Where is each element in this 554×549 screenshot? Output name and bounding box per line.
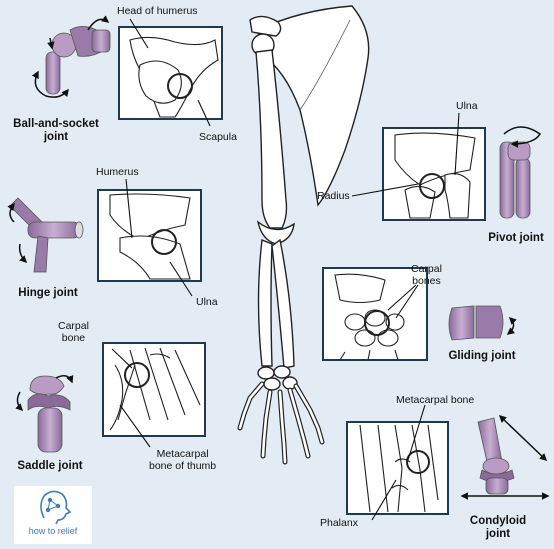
rotation-arrow-icon (7, 202, 15, 223)
panel-wrist (322, 267, 428, 361)
site-logo[interactable]: how to relief (14, 486, 92, 544)
gliding-model (448, 305, 517, 341)
label-metacarpal-thumb: Metacarpal bone of thumb (149, 448, 217, 472)
leader-lines (111, 18, 460, 521)
label-humerus: Humerus (96, 166, 139, 178)
hinge-model (7, 197, 84, 273)
label-ulna-pivot: Ulna (456, 100, 478, 112)
humerus-bone (255, 49, 288, 229)
ball-socket-model (31, 15, 111, 98)
title-gliding: Gliding joint (448, 350, 516, 362)
arm-skeleton (237, 5, 370, 465)
label-phalanx: Phalanx (320, 517, 358, 529)
label-radius: Radius (317, 190, 350, 202)
double-arrow-icon (498, 414, 548, 462)
label-metacarpal-bone: Metacarpal bone (396, 394, 475, 406)
panel-shoulder (118, 26, 223, 120)
panel-elbow (97, 189, 202, 282)
rotation-arrow-icon (31, 70, 69, 98)
label-scapula: Scapula (199, 131, 237, 143)
title-hinge: Hinge joint (18, 287, 78, 299)
focus-circle-icon (151, 229, 177, 255)
rotation-arrow-icon (503, 126, 542, 148)
rotation-arrow-icon (15, 391, 24, 412)
focus-circle-icon (419, 173, 445, 199)
title-condyloid: Condyloid joint (469, 515, 527, 540)
title-ball-socket: Ball-and-socket joint (13, 118, 99, 143)
rotation-arrow-icon (506, 316, 517, 335)
rotation-arrow-icon (55, 375, 74, 384)
ulna-bone (271, 238, 295, 369)
panel-forearm (382, 127, 486, 221)
focus-circle-icon (364, 310, 390, 336)
pivot-model (499, 126, 542, 219)
saddle-model (15, 375, 74, 453)
focus-circle-icon (167, 73, 193, 99)
radius-bone (257, 239, 273, 367)
logo-text: how to relief (28, 526, 78, 536)
label-head-of-humerus: Head of humerus (117, 5, 198, 17)
label-carpal-bones: Carpal bones (411, 263, 442, 287)
focus-circle-icon (124, 362, 150, 388)
title-saddle: Saddle joint (17, 460, 83, 472)
rotation-arrow-icon (18, 243, 28, 264)
label-ulna-elbow: Ulna (196, 296, 218, 308)
logo-icon (40, 490, 72, 525)
title-pivot: Pivot joint (488, 232, 544, 244)
focus-circle-icon (406, 450, 430, 474)
panel-thumb (102, 342, 206, 437)
rotation-arrow-icon (87, 15, 110, 31)
condyloid-model (460, 414, 550, 500)
panel-hand (346, 421, 449, 515)
label-carpal-bone: Carpal bone (58, 320, 89, 344)
